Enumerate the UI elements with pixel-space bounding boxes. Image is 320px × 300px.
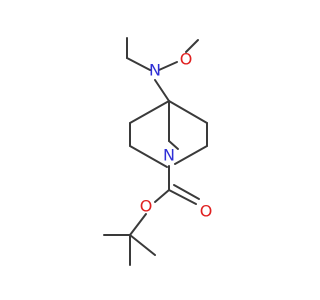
bond-o-ester-tbu bbox=[129, 213, 147, 236]
chemical-structure-canvas: N O N O O bbox=[103, 37, 213, 266]
bond-carbonyl-double-2 bbox=[173, 184, 200, 200]
atom-o-ester: O bbox=[140, 197, 153, 216]
bond-ring-c4-c5 bbox=[129, 100, 170, 124]
bond-ring-c3-c2 bbox=[168, 140, 179, 150]
bond-carbonyl-double-1 bbox=[168, 189, 197, 205]
atom-n-amine: N bbox=[149, 61, 161, 80]
atom-o-carbonyl: O bbox=[200, 202, 213, 221]
bond-ring-c2-n-right bbox=[174, 145, 208, 165]
bond-o-methyl bbox=[185, 39, 199, 53]
molecule-diagram: N O N O O bbox=[103, 37, 213, 266]
bond-ring-c6-n bbox=[129, 145, 168, 168]
bond-n-ring-c4 bbox=[154, 79, 170, 102]
bond-ring-c4-c3-right bbox=[168, 100, 208, 124]
bond-n-o-methoxy bbox=[158, 61, 178, 71]
bond-carbonyl-c-o-ester bbox=[154, 189, 170, 203]
bond-ethyl-c2-n bbox=[126, 57, 151, 71]
atom-n-ring: N bbox=[163, 146, 175, 165]
bond-tbu-c-me3 bbox=[129, 234, 156, 256]
atom-o-methoxy: O bbox=[180, 50, 193, 69]
